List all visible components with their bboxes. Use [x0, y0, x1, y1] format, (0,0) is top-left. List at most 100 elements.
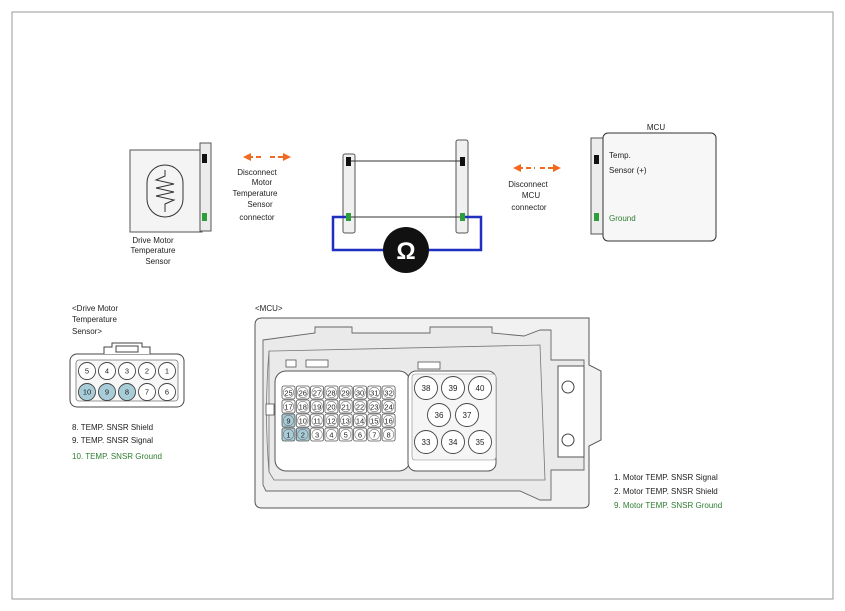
- sensor-pin-label: 8: [125, 388, 129, 397]
- disconnect-sensor-arrows-icon: [243, 153, 291, 161]
- ohmmeter-icon: Ω: [383, 227, 429, 273]
- mcu-pin-label: 11: [313, 416, 321, 425]
- ohm-symbol: Ω: [396, 238, 415, 265]
- sensor-legend-2: 9. TEMP. SNSR Signal: [72, 436, 153, 445]
- disconnect-mcu-line-2: MCU: [522, 191, 540, 200]
- mcu-connector-title: <MCU>: [255, 304, 283, 313]
- mcu-pin-16: [381, 413, 396, 428]
- mcu-pin-label: 3: [315, 430, 319, 439]
- mcu-legend-2: 2. Motor TEMP. SNSR Shield: [614, 487, 718, 496]
- mcu-pin-label: 28: [327, 388, 335, 397]
- sensor-legend-3: 10. TEMP. SNSR Ground: [72, 452, 162, 461]
- mcu-pin-label: 4: [329, 430, 333, 439]
- mcu-pin-label: 26: [299, 388, 307, 397]
- mcu-signal-pin: [594, 155, 599, 164]
- disconnect-mcu-line-1: Disconnect: [508, 180, 548, 189]
- mcu-pin-label: 23: [370, 402, 378, 411]
- mcu-pin-18: [295, 399, 310, 414]
- mcu-pin-19: [310, 399, 325, 414]
- sensor-label-line-1: Drive Motor: [132, 236, 174, 245]
- mcu-pin-label: 33: [422, 438, 431, 447]
- sensor-pin-label: 4: [105, 367, 109, 376]
- mcu-pin-label: 29: [342, 388, 350, 397]
- sensor-label-line-2: Temperature: [131, 246, 176, 255]
- mcu-pin-label: 12: [327, 416, 335, 425]
- disconnect-sensor-line-4: Sensor: [247, 200, 273, 209]
- mcu-ground-pin: [594, 213, 599, 221]
- sensor-pin-5: [78, 362, 96, 380]
- mcu-pin-label: 5: [344, 430, 348, 439]
- mcu-pin-11: [310, 413, 325, 428]
- disconnect-sensor-line-2: Motor: [252, 178, 273, 187]
- sensor-pin-2: [138, 362, 156, 380]
- mcu-pin-label: 21: [342, 402, 350, 411]
- sensor-pin-label: 3: [125, 367, 129, 376]
- mcu-pin-37: [455, 403, 479, 427]
- mcu-pin-label: 40: [476, 384, 485, 393]
- mcu-pin-label: 13: [342, 416, 350, 425]
- sensor-pin-4: [98, 362, 116, 380]
- sensor-pin-label: 2: [145, 367, 149, 376]
- disconnect-mcu-line-3: connector: [511, 203, 546, 212]
- sensor-ground-pin: [202, 213, 207, 221]
- sensor-legend-1: 8. TEMP. SNSR Shield: [72, 423, 153, 432]
- mcu-pin-label: 1: [286, 430, 290, 439]
- mcu-pin-label: 32: [384, 388, 392, 397]
- sensor-signal-pin: [202, 154, 207, 163]
- mcu-legend-3: 9. Motor TEMP. SNSR Ground: [614, 501, 722, 510]
- mcu-pin-label-line-2: Sensor (+): [609, 166, 647, 175]
- sensor-connector-title-line-3: Sensor>: [72, 327, 102, 336]
- thermistor-icon: [146, 164, 184, 218]
- mcu-pin-label: 14: [356, 416, 364, 425]
- mcu-pin-label: 15: [370, 416, 378, 425]
- mcu-pin-6: [353, 427, 367, 442]
- mcu-pin-label: 38: [422, 384, 431, 393]
- mcu-pin-35: [468, 430, 492, 454]
- mcu-pin-29: [338, 385, 353, 400]
- mcu-pin-label: 24: [384, 402, 392, 411]
- mcu-pin-2: [295, 427, 310, 442]
- sensor-pin-6: [158, 383, 176, 401]
- mcu-pin-15: [367, 413, 382, 428]
- mcu-pin-36: [427, 403, 451, 427]
- mcu-pin-label: 36: [435, 411, 444, 420]
- mcu-unit: [590, 132, 717, 242]
- mcu-pin-23: [367, 399, 382, 414]
- mcu-pin-label: 35: [476, 438, 485, 447]
- mcu-pin-1: [281, 427, 296, 442]
- mcu-pin-label: 6: [358, 430, 362, 439]
- mcu-title: MCU: [647, 123, 665, 132]
- disconnect-sensor-line-5: connector: [239, 213, 274, 222]
- mcu-pin-label: 27: [313, 388, 321, 397]
- sensor-pin-3: [118, 362, 136, 380]
- mcu-pin-17: [281, 399, 296, 414]
- mounting-hole-icon: [561, 380, 575, 394]
- mcu-pin-38: [414, 376, 438, 400]
- mcu-pin-40: [468, 376, 492, 400]
- mcu-pin-label: 2: [301, 430, 305, 439]
- mcu-pin-30: [353, 385, 367, 400]
- sensor-pin-label: 5: [85, 367, 89, 376]
- mcu-pin-12: [324, 413, 339, 428]
- sensor-pin-1: [158, 362, 176, 380]
- mcu-pin-label: 25: [284, 388, 292, 397]
- mcu-pin-label: 30: [356, 388, 364, 397]
- mcu-ground-label: Ground: [609, 214, 636, 223]
- sensor-pin-9: [98, 383, 116, 401]
- mcu-pin-label: 7: [372, 430, 376, 439]
- mcu-pin-label: 22: [356, 402, 364, 411]
- mcu-pin-21: [338, 399, 353, 414]
- disconnect-sensor-line-1: Disconnect: [237, 168, 277, 177]
- mcu-pin-label: 10: [299, 416, 307, 425]
- sensor-pin-10: [78, 383, 96, 401]
- sensor-pin-label: 10: [83, 388, 91, 397]
- sensor-pin-label: 7: [145, 388, 149, 397]
- mcu-pin-label: 31: [370, 388, 378, 397]
- mcu-pin-label: 37: [463, 411, 472, 420]
- meter-lead-right: [428, 215, 483, 252]
- sensor-connector-title-line-2: Temperature: [72, 315, 117, 324]
- mcu-pin-22: [353, 399, 367, 414]
